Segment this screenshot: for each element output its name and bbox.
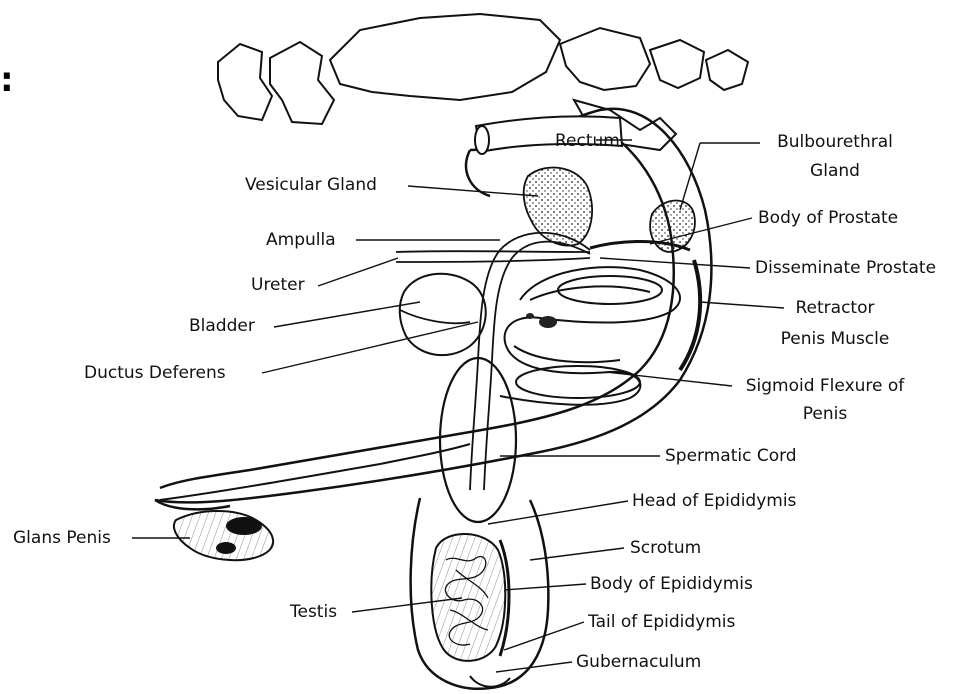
label-spermatic-cord: Spermatic Cord (665, 446, 797, 467)
spermatic-cord-outline (440, 358, 516, 522)
label-glans-penis: Glans Penis (13, 528, 111, 549)
label-bulbourethral-line2: Gland (766, 161, 904, 182)
penis-shaft (160, 444, 470, 500)
label-sigmoid-line2: Penis (726, 404, 924, 425)
label-body-of-epididymis: Body of Epididymis (590, 574, 753, 595)
label-retractor-line2: Penis Muscle (760, 329, 910, 350)
label-head-of-epididymis: Head of Epididymis (632, 491, 796, 512)
label-bladder: Bladder (189, 316, 255, 337)
label-ureter: Ureter (251, 275, 305, 296)
glans-penis-shape (174, 511, 273, 560)
label-gubernaculum: Gubernaculum (576, 652, 701, 673)
label-scrotum: Scrotum (630, 538, 701, 559)
label-body-of-prostate: Body of Prostate (758, 208, 898, 229)
label-rectum: Rectum (555, 131, 620, 152)
label-testis: Testis (290, 602, 337, 623)
label-tail-of-epididymis: Tail of Epididymis (588, 612, 735, 633)
label-ampulla: Ampulla (266, 230, 336, 251)
retractor-penis-shape (680, 260, 700, 370)
label-sigmoid-line1: Sigmoid Flexure of (726, 376, 924, 397)
label-vesicular-gland: Vesicular Gland (245, 175, 377, 196)
label-ductus-deferens: Ductus Deferens (84, 363, 226, 384)
penis-crura (526, 313, 557, 328)
sigmoid-flexure-shape (500, 267, 680, 405)
label-retractor-line1: Retractor (776, 298, 894, 319)
label-disseminate-prostate: Disseminate Prostate (755, 258, 936, 279)
testis-shape (431, 534, 505, 661)
label-bulbourethral-line1: Bulbourethral (766, 132, 904, 153)
